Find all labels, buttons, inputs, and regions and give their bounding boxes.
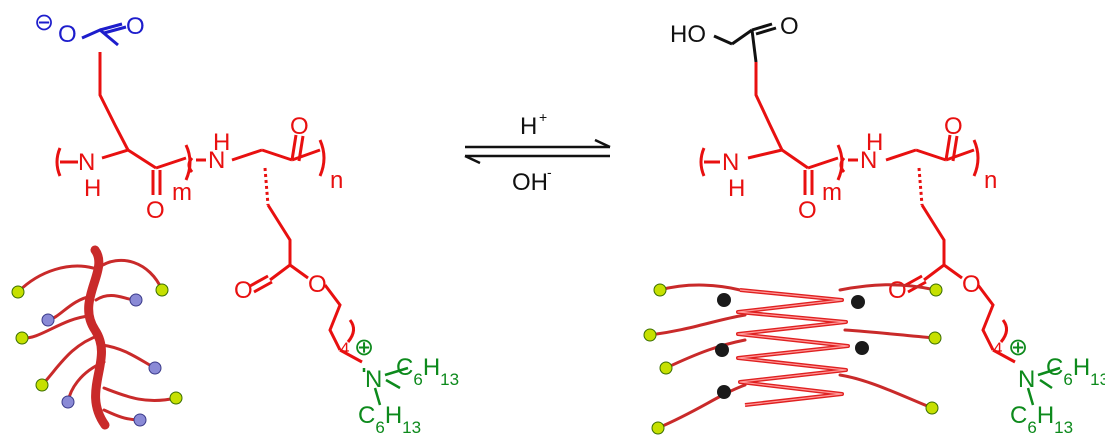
- helix-cation-beads: [643, 283, 943, 435]
- arrow-forward-label: H: [520, 113, 537, 140]
- acid-carbonyl-oxygen: O: [780, 13, 799, 40]
- arrow-reverse-label: OH: [512, 169, 548, 196]
- carboxylate-carbonyl-oxygen: O: [126, 13, 145, 40]
- left-ester-oxygen-1: O: [234, 277, 253, 304]
- left-backbone-bonds: [55, 52, 363, 364]
- left-nh-hydrogen: H: [84, 175, 101, 202]
- right-ammonium-nitrogen: N: [1018, 366, 1035, 393]
- arrow-forward-sup: +: [539, 109, 547, 125]
- right-ester-oxygen-2: O: [962, 271, 981, 298]
- left-carboxylate: [81, 22, 127, 47]
- left-ammonium-nitrogen: N: [365, 366, 382, 393]
- left-c6h13-b: C6H13: [358, 402, 421, 437]
- right-ester-oxygen-1: O: [888, 277, 907, 304]
- equilibrium-arrow: [464, 138, 611, 165]
- right-amide2-oxygen: O: [944, 113, 963, 140]
- carboxylate-charge: ⊖: [34, 9, 54, 36]
- right-amide-oxygen: O: [798, 197, 817, 224]
- right-ammonium-charge: ⊕: [1008, 334, 1028, 361]
- right-nh-hydrogen: H: [728, 175, 745, 202]
- left-ester-oxygen-2: O: [308, 271, 327, 298]
- right-molecule: HO O N: [670, 13, 1105, 437]
- right-spacer-count: 4: [993, 339, 1002, 358]
- right-c6h13-b: C6H13: [1010, 402, 1073, 437]
- left-ammonium-bonds: [362, 366, 409, 406]
- acid-hydroxyl: HO: [670, 21, 706, 48]
- left-c6h13-a: C6H13: [396, 354, 459, 389]
- right-backbone-bonds: [699, 62, 1016, 364]
- right-nh2-hydrogen: H: [866, 129, 883, 156]
- alpha-helix-icon: [643, 283, 943, 435]
- left-amide-oxygen: O: [146, 197, 165, 224]
- right-ammonium-bonds: [1026, 366, 1061, 406]
- right-n-subscript: n: [984, 167, 997, 194]
- left-molecule: ⊖ O O: [34, 9, 459, 437]
- carboxylate-oxygen: O: [58, 21, 77, 48]
- helix-neutral-beads: [715, 293, 869, 399]
- right-c6h13-a: C6H13: [1046, 354, 1105, 389]
- right-m-subscript: m: [822, 179, 842, 206]
- right-nh-nitrogen: N: [722, 149, 739, 176]
- left-nh2-nitrogen: N: [208, 147, 225, 174]
- left-n-subscript: n: [330, 167, 343, 194]
- left-nh2-hydrogen: H: [213, 129, 230, 156]
- left-nh-nitrogen: N: [78, 149, 95, 176]
- coil-anion-beads: [41, 293, 162, 427]
- right-acid-bonds: [713, 22, 777, 63]
- random-coil-icon: [11, 245, 183, 430]
- left-m-subscript: m: [172, 179, 192, 206]
- left-amide2-oxygen: O: [290, 113, 309, 140]
- arrow-reverse-sup: -: [547, 164, 552, 180]
- right-nh2-nitrogen: N: [860, 147, 877, 174]
- coil-cation-beads: [11, 283, 183, 405]
- left-spacer-count: 4: [340, 339, 349, 358]
- left-ammonium-charge: ⊕: [354, 334, 374, 361]
